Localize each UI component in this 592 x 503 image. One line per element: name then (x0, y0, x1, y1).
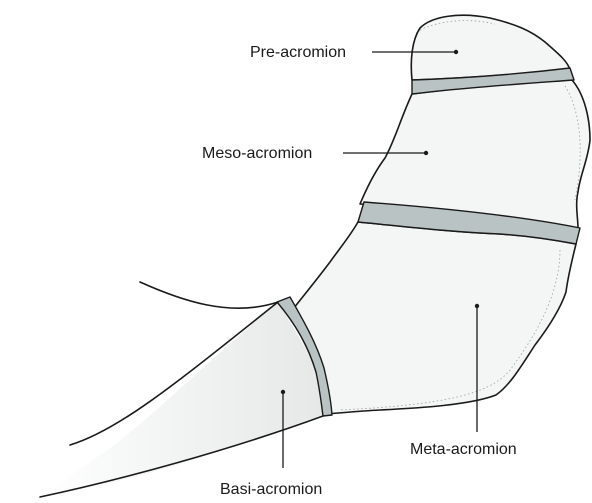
label-meta-acromion: Meta-acromion (410, 441, 517, 458)
dot-basi-acromion (281, 390, 285, 394)
meta-acromion-segment (290, 222, 576, 414)
label-meso-acromion: Meso-acromion (202, 145, 312, 162)
basi-acromion-region (40, 302, 323, 497)
label-pre-acromion: Pre-acromion (250, 44, 346, 61)
upper-contour-line (140, 282, 278, 308)
dot-meta-acromion (475, 304, 479, 308)
dot-meso-acromion (424, 151, 428, 155)
label-basi-acromion: Basi-acromion (220, 481, 322, 498)
dot-pre-acromion (454, 50, 458, 54)
